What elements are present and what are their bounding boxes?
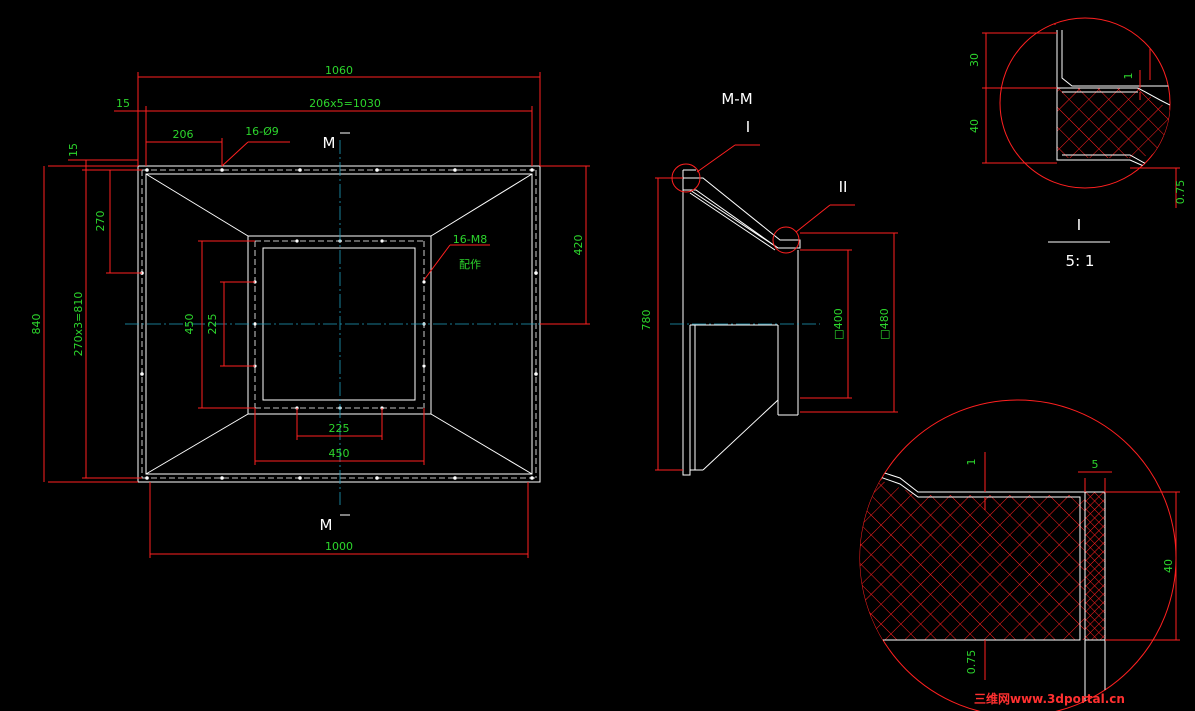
dim-overall-width: 1060 — [325, 64, 353, 77]
detail-II-dim-height: 40 — [1162, 559, 1175, 573]
section-title: M-M — [721, 90, 752, 108]
inner-flange — [247, 235, 432, 415]
front-view-labels: 1060 206x5=1030 15 206 16-Ø9 15 840 270x… — [30, 64, 585, 553]
detail-II-dim-thickness: 1 — [965, 459, 978, 466]
detail-I-scale: 5: 1 — [1066, 252, 1095, 270]
dim-inner-450-vertical: 450 — [183, 314, 196, 335]
dim-first-hole: 206 — [173, 128, 194, 141]
dim-inner-225-horizontal: 225 — [329, 422, 350, 435]
detail-II — [859, 399, 1180, 711]
dim-vertical-spacing: 270x3=810 — [72, 292, 85, 357]
detail-I-label: I — [1077, 216, 1081, 234]
detail-I-labels: 30 40 1 0.75 I 5: 1 — [968, 53, 1187, 270]
dim-inner-450-horizontal: 450 — [329, 447, 350, 460]
detail-II-dim-sheet: 0.75 — [965, 650, 978, 675]
section-dim-outer-square: □480 — [878, 308, 891, 339]
detail-II-dim-flange: 5 — [1092, 458, 1099, 471]
dim-edge-offset-left: 15 — [116, 97, 130, 110]
watermark: 三维网www.3dportal.cn — [974, 692, 1125, 706]
section-view-labels: M-M I II 780 □400 □480 — [640, 90, 891, 340]
dim-inner-height: 420 — [572, 235, 585, 256]
section-marker-top: M — [323, 134, 336, 152]
dim-inner-225-vertical: 225 — [206, 314, 219, 335]
hole-callout: 16-Ø9 — [245, 125, 279, 138]
detail-I-callout: I — [746, 118, 750, 136]
dim-bottom-width: 1000 — [325, 540, 353, 553]
section-hatched-wall — [682, 177, 801, 249]
dim-edge-offset-top: 15 — [67, 143, 80, 157]
section-dim-inner-square: □400 — [832, 308, 845, 339]
dim-height: 840 — [30, 314, 43, 335]
bolt-note: 配作 — [459, 258, 481, 271]
detail-II-labels: 1 5 40 0.75 — [965, 458, 1175, 674]
detail-I-dim-thickness: 1 — [1122, 73, 1135, 80]
section-marker-bottom: M — [320, 516, 333, 534]
dim-hole-spacing: 206x5=1030 — [309, 97, 381, 110]
detail-II-callout: II — [839, 178, 848, 196]
dim-first-vertical: 270 — [94, 211, 107, 232]
detail-I-dim-bottom: 40 — [968, 119, 981, 133]
detail-I-dim-sheet: 0.75 — [1174, 180, 1187, 205]
section-dim-height: 780 — [640, 310, 653, 331]
detail-I-dim-top: 30 — [968, 53, 981, 67]
detail-I — [982, 17, 1180, 243]
bolt-callout: 16-M8 — [453, 233, 487, 246]
section-view — [655, 144, 898, 476]
front-view — [43, 72, 590, 558]
